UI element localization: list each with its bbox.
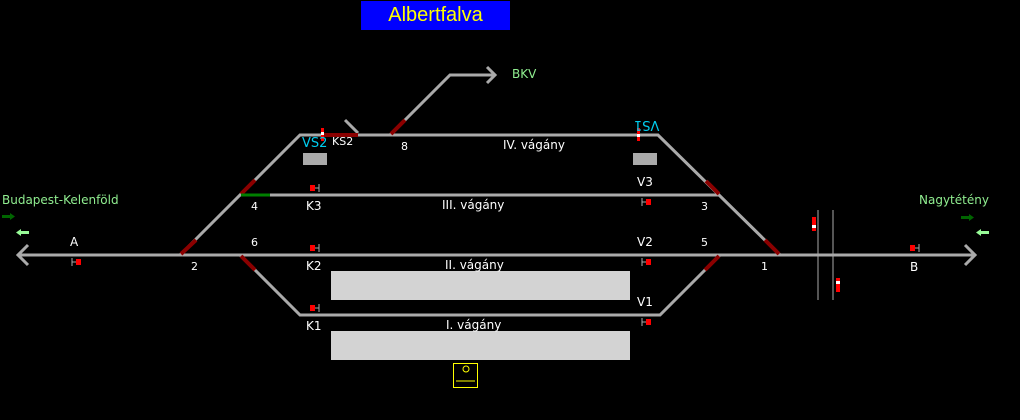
crossing-control-icon <box>453 363 478 388</box>
outbound-arrow-right-icon <box>961 214 974 221</box>
signal-label-ks2[interactable]: KS2 <box>332 135 354 148</box>
signal-label-v3[interactable]: V3 <box>637 175 653 189</box>
switch-1-blade <box>763 238 781 256</box>
track-label-iii: III. vágány <box>442 198 505 212</box>
station-title: Albertfalva <box>361 1 510 30</box>
signal-label-v1[interactable]: V1 <box>637 295 653 309</box>
inbound-arrow-right-icon <box>976 229 989 236</box>
signal-v1-icon <box>641 318 651 326</box>
direction-arrows <box>2 213 989 236</box>
signal-k3-icon <box>310 184 320 192</box>
signal-b-icon <box>910 244 920 252</box>
vs1-indicator <box>633 153 657 165</box>
switch-2-blade <box>179 238 198 256</box>
switch-label-3[interactable]: 3 <box>701 200 708 213</box>
crossing-barrier <box>812 217 816 231</box>
vs2-indicator <box>303 153 327 165</box>
switch-label-5[interactable]: 5 <box>701 236 708 249</box>
track-label-iv: IV. vágány <box>503 138 565 152</box>
signal-a-icon <box>71 258 81 266</box>
arrow-bkv-icon <box>485 65 498 85</box>
track-i <box>238 253 722 317</box>
arrow-left-icon <box>15 243 30 267</box>
destination-bkv: BKV <box>512 67 537 81</box>
signal-label-v2[interactable]: V2 <box>637 235 653 249</box>
signal-v2-icon <box>641 258 651 266</box>
signal-label-k2[interactable]: K2 <box>306 259 322 273</box>
track-label-ii: II. vágány <box>445 258 504 272</box>
platform-2 <box>331 271 630 300</box>
switch-label-2[interactable]: 2 <box>191 260 198 273</box>
signal-k2-icon <box>310 244 320 252</box>
switch-label-1[interactable]: 1 <box>761 260 768 273</box>
inbound-arrow-left-icon <box>16 229 29 236</box>
outbound-arrow-left-icon <box>2 213 15 220</box>
signal-label-k1[interactable]: K1 <box>306 319 322 333</box>
platform-1 <box>331 331 630 360</box>
arrow-right-icon <box>963 243 978 267</box>
switch-3-blade <box>704 179 721 196</box>
signal-v3-icon <box>641 198 651 206</box>
switch-8-blade <box>389 118 407 136</box>
signal-label-b[interactable]: B <box>910 260 919 274</box>
switch-5-blade <box>703 254 721 272</box>
switch-4-blade <box>239 178 257 196</box>
signal-k1-icon <box>310 304 320 312</box>
signal-icons <box>71 184 920 326</box>
switch-label-4[interactable]: 4 <box>251 200 258 213</box>
switch-6-blade <box>239 254 257 272</box>
stub-track <box>343 118 360 135</box>
switch-label-6[interactable]: 6 <box>251 236 258 249</box>
crossing-barrier <box>836 278 840 292</box>
signal-label-vs2[interactable]: VS2 <box>302 136 328 151</box>
destination-budapest-kelenfold: Budapest-Kelenföld <box>2 193 119 207</box>
destination-nagyteteny: Nagytétény <box>919 193 989 207</box>
switch-label-8[interactable]: 8 <box>401 140 408 153</box>
signal-label-a[interactable]: A <box>70 235 79 249</box>
signal-label-vs1[interactable]: VS1 <box>634 117 660 132</box>
track-label-i: I. vágány <box>446 318 502 332</box>
signal-label-k3[interactable]: K3 <box>306 199 322 213</box>
bkv-branch <box>388 73 495 137</box>
